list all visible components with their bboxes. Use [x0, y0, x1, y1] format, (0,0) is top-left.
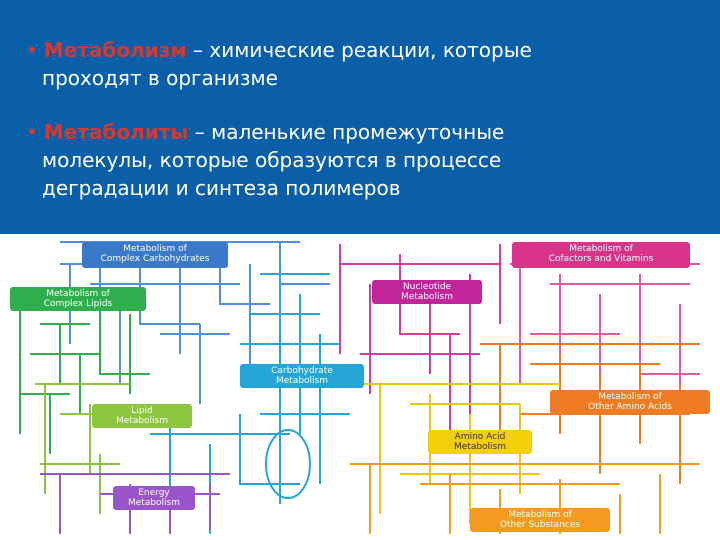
definition-line-3: деградации и синтеза полимеров: [42, 176, 401, 200]
definition-line-1: – химические реакции, которые: [186, 38, 532, 62]
bullet-metabolites: •Метаболиты – маленькие промежуточные мо…: [26, 118, 686, 202]
bullet-marker: •: [26, 120, 38, 144]
definition-line-2: молекулы, которые образуются в процессе: [42, 148, 502, 172]
definition-line-2: проходят в организме: [42, 66, 278, 90]
term-metabolites: Метаболиты: [43, 120, 189, 144]
term-metabolism: Метаболизм: [43, 38, 187, 62]
bullet-marker: •: [26, 38, 38, 62]
definition-line-1: – маленькие промежуточные: [188, 120, 505, 144]
slide-header: [0, 0, 720, 234]
bullet-metabolism: •Метаболизм – химические реакции, которы…: [26, 36, 686, 92]
